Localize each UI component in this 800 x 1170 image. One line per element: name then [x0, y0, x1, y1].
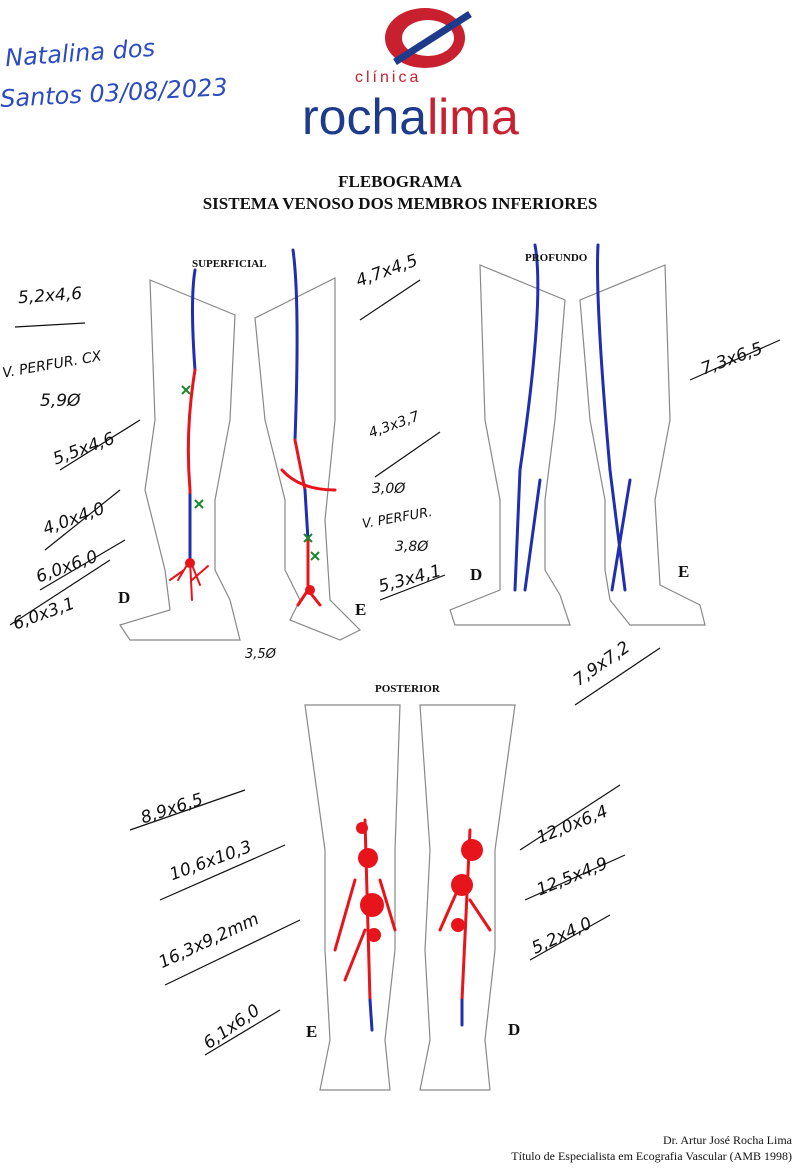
varicose-dilations — [185, 558, 483, 942]
doctor-title: Título de Especialista em Ecografia Vasc… — [511, 1149, 792, 1163]
side-label-d: D — [508, 1020, 521, 1039]
side-label-e: E — [355, 600, 367, 619]
side-label-d: D — [118, 588, 131, 607]
document-title: FLEBOGRAMA — [338, 172, 462, 191]
logo-mark — [385, 8, 472, 68]
side-label-e: E — [306, 1022, 318, 1041]
measurement: 3,8Ø — [395, 539, 429, 555]
logo-brand-part1: rocha — [302, 89, 428, 145]
side-label-e: E — [678, 562, 690, 581]
measurement: 3,0Ø — [372, 481, 406, 497]
document-subtitle: SISTEMA VENOSO DOS MEMBROS INFERIORES — [202, 194, 598, 213]
measurement: 5,9Ø — [40, 391, 81, 411]
annotation-lines — [9, 279, 781, 1056]
section-superficial: SUPERFICIAL — [192, 258, 267, 270]
measurement: 3,5Ø — [245, 647, 276, 662]
perforator-marks — [181, 385, 320, 561]
side-label-d: D — [470, 565, 483, 584]
doctor-name: Dr. Artur José Rocha Lima — [663, 1133, 792, 1147]
logo-brand: rochalima — [302, 92, 519, 142]
section-posterior: POSTERIOR — [375, 683, 440, 695]
leg-outlines — [119, 264, 706, 1091]
logo-brand-part2: lima — [427, 89, 519, 145]
logo-small-text: clínica — [355, 69, 422, 86]
section-profundo: PROFUNDO — [525, 252, 588, 264]
measurement: 5,2x4,6 — [17, 283, 83, 309]
